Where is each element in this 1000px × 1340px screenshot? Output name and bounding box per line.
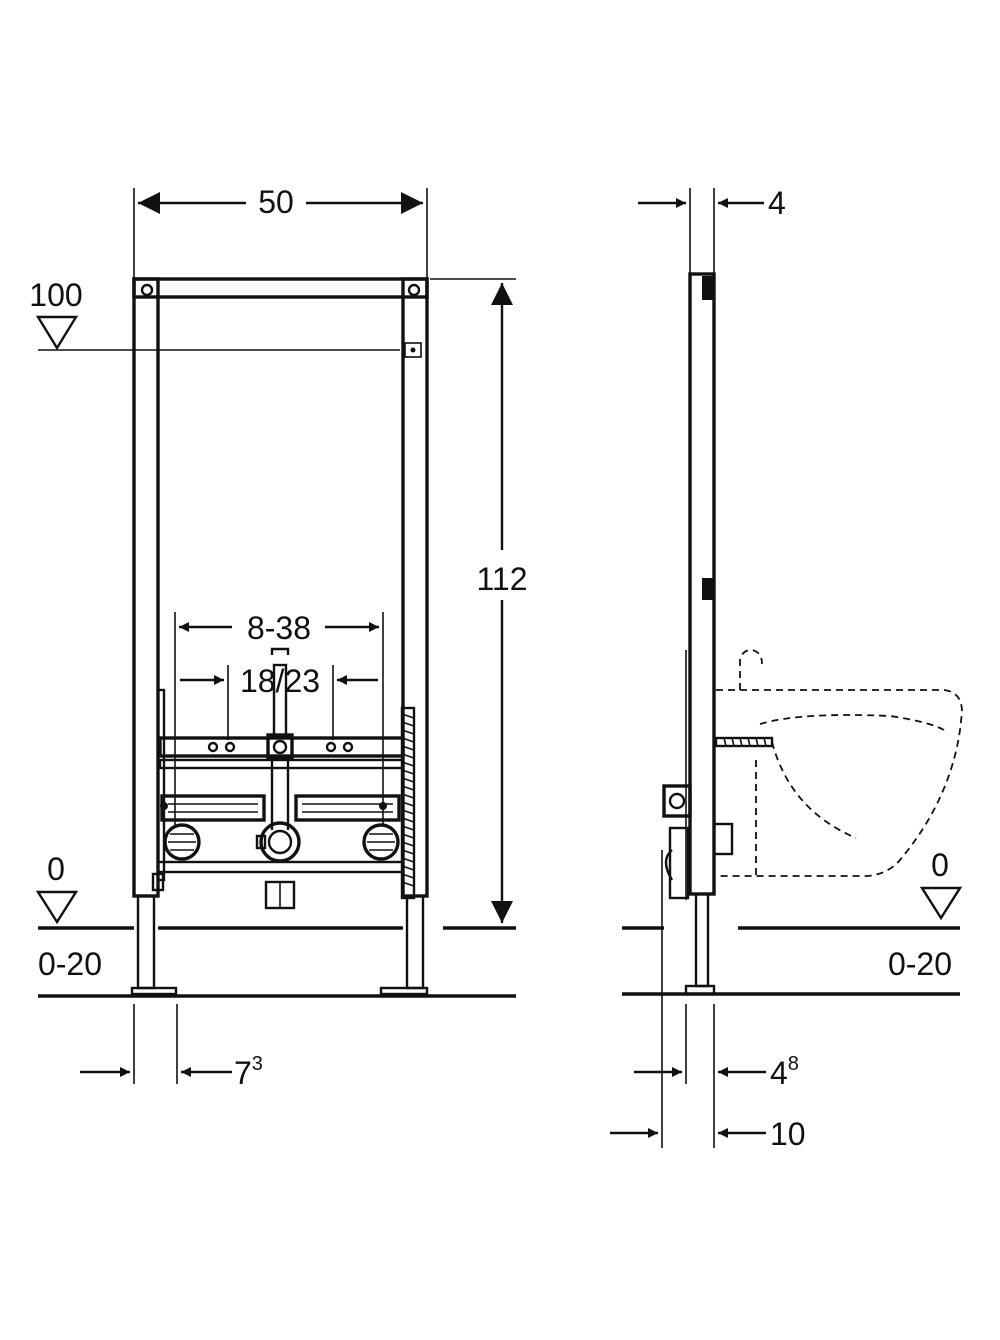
side-floor-levels: 0 0-20 [622, 847, 963, 996]
frame-depth-dimension: 4 [638, 185, 786, 278]
front-floor-level-label: 0 [47, 851, 65, 887]
side-adjust-range-label: 0-20 [888, 946, 952, 982]
total-depth-dimension: 10 [610, 850, 806, 1152]
plumbing-unit [151, 647, 416, 910]
upper-level-marker: 100 [29, 277, 400, 351]
svg-text:73: 73 [234, 1053, 263, 1091]
foot-depth-dimension: 48 [634, 1004, 799, 1148]
foot-offset-label: 7 [234, 1055, 252, 1091]
height-label: 112 [476, 561, 527, 597]
bidet-outline [716, 649, 963, 877]
front-adjust-range-label: 0-20 [38, 946, 102, 982]
frame-depth-label: 4 [768, 185, 786, 221]
total-depth-label: 10 [770, 1116, 806, 1152]
side-frame [662, 272, 774, 996]
feet [130, 894, 429, 996]
svg-text:48: 48 [770, 1053, 799, 1091]
foot-depth-label: 4 [770, 1055, 788, 1091]
front-floor-levels: 0 0-20 [35, 851, 516, 998]
width-label: 50 [258, 184, 294, 220]
foot-offset-dimension: 73 [80, 1004, 263, 1091]
side-view: 4 [610, 185, 963, 1152]
side-floor-level-label: 0 [931, 847, 949, 883]
height-dimension: 112 [430, 278, 528, 923]
foot-offset-sup: 3 [252, 1053, 263, 1075]
inner-spacing-dimension: 18/23 [180, 663, 378, 740]
foot-depth-sup: 8 [788, 1053, 799, 1075]
upper-level-label: 100 [29, 277, 82, 313]
width-dimension: 50 [133, 184, 428, 280]
inner-spacing-label: 18/23 [240, 663, 320, 699]
spacing-range-label: 8-38 [247, 610, 311, 646]
spacing-dimension: 8-38 [174, 610, 384, 825]
front-view: 50 100 112 [29, 184, 527, 1091]
